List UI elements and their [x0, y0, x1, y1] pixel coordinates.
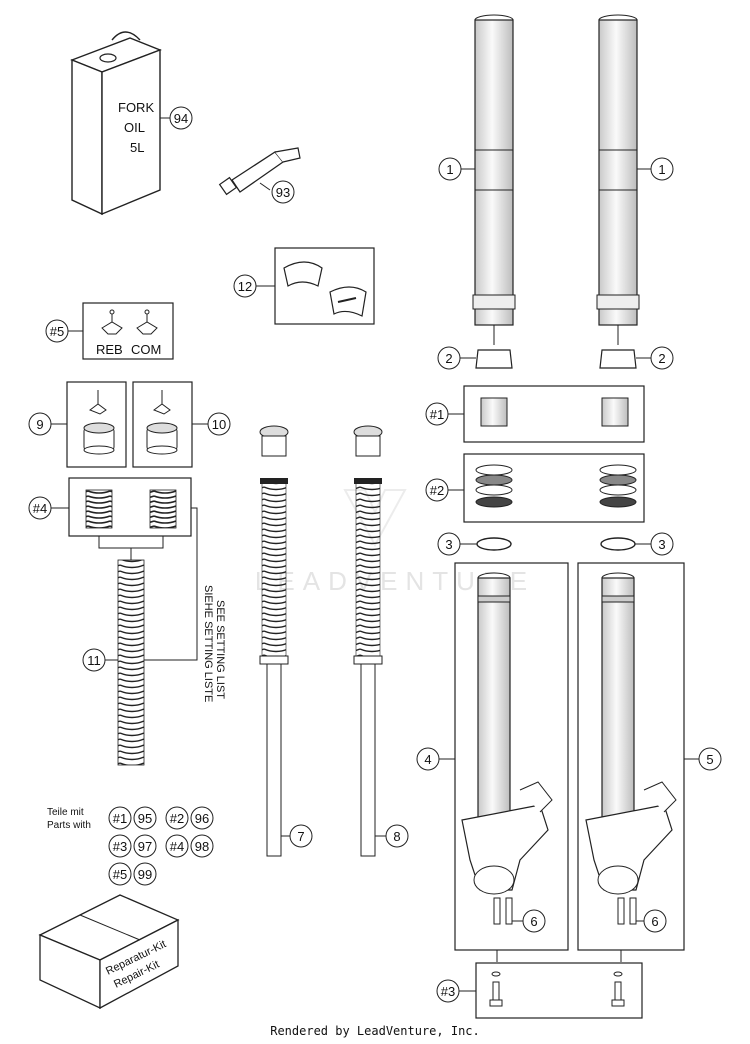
outer-tube-right — [596, 14, 640, 326]
callout-9-label: 9 — [36, 417, 43, 432]
setting-list-text-1: SIEHE SETTING LISTE — [202, 585, 214, 702]
parts-with-caption: Teile mit Parts with — [47, 806, 91, 832]
callout-10-label: 10 — [212, 417, 226, 432]
parts-with-g1: #1 — [113, 811, 127, 826]
callout-93-label: 93 — [276, 185, 290, 200]
lower-leg-4-box — [454, 562, 569, 951]
oil-can-text-3: 5L — [130, 140, 144, 155]
main-spring — [117, 559, 145, 766]
callout-12-label: 12 — [238, 279, 252, 294]
bushing-left — [480, 397, 508, 427]
dust-seal-left — [475, 349, 513, 369]
callout-g2[interactable] — [425, 478, 449, 502]
callout-g3-label: #3 — [441, 984, 455, 999]
callout-11[interactable] — [82, 648, 106, 672]
o-ring-left — [476, 537, 512, 551]
callout-5-label: 5 — [706, 752, 713, 767]
small-spring-left — [85, 489, 113, 529]
callout-3-right[interactable] — [650, 532, 674, 556]
callout-4-label: 4 — [424, 752, 431, 767]
parts-with-98: 98 — [195, 839, 209, 854]
cartridge-8 — [353, 425, 383, 857]
callout-3-right-label: 3 — [658, 537, 665, 552]
parts-with-line-1: Teile mit — [47, 807, 84, 818]
fork-oil-can: FORK OIL 5L — [70, 31, 162, 216]
parts-with-g3: #3 — [113, 839, 127, 854]
callout-7-label: 7 — [297, 829, 304, 844]
callout-7[interactable] — [289, 824, 313, 848]
callout-6-right-label: 6 — [651, 914, 658, 929]
callout-2-right[interactable] — [650, 346, 674, 370]
com-label: COM — [131, 342, 161, 357]
callout-8-label: 8 — [393, 829, 400, 844]
callout-2-left[interactable] — [437, 346, 461, 370]
cartridge-7 — [259, 425, 289, 857]
callout-1-left-label: 1 — [446, 162, 453, 177]
callout-1-left[interactable] — [438, 157, 462, 181]
callout-1-right[interactable] — [650, 157, 674, 181]
lower-leg-right — [585, 572, 677, 925]
callout-4[interactable] — [416, 747, 440, 771]
callout-3-left[interactable] — [437, 532, 461, 556]
outer-tube-left — [472, 14, 516, 326]
callout-1-right-label: 1 — [658, 162, 665, 177]
lower-leg-left — [461, 572, 553, 925]
callout-2-right-label: 2 — [658, 351, 665, 366]
kit2-box — [463, 453, 645, 523]
com-adjuster — [136, 309, 158, 335]
parts-with-g5: #5 — [113, 867, 127, 882]
parts-with-96: 96 — [195, 811, 209, 826]
setting-list-text-2: SEE SETTING LIST — [214, 600, 226, 699]
o-ring-right — [600, 537, 636, 551]
seal-stack-right — [599, 464, 637, 508]
parts-with-g2: #2 — [170, 811, 184, 826]
cartridge-cap-10 — [146, 390, 178, 455]
callout-2-left-label: 2 — [445, 351, 452, 366]
parts-with-grid: #1 95 #2 96 #3 97 #4 98 #5 99 — [108, 806, 214, 886]
callout-94[interactable] — [169, 106, 193, 130]
kit4-box — [68, 477, 192, 537]
cartridge-cap-9 — [83, 390, 115, 455]
callout-g4-label: #4 — [33, 501, 47, 516]
reb-adjuster — [101, 309, 123, 335]
callout-94-label: 94 — [174, 111, 188, 126]
parts-with-95: 95 — [138, 811, 152, 826]
seal-stack-left — [475, 464, 513, 508]
oil-can-text-1: FORK — [118, 100, 154, 115]
callout-6-left[interactable] — [522, 909, 546, 933]
footer-credit: Rendered by LeadVenture, Inc. — [270, 1024, 480, 1038]
parts-with-g4: #4 — [170, 839, 184, 854]
callout-g4[interactable] — [28, 496, 52, 520]
small-spring-right — [149, 489, 177, 529]
parts-with-97: 97 — [138, 839, 152, 854]
callout-9[interactable] — [28, 412, 52, 436]
callout-g2-label: #2 — [430, 483, 444, 498]
callout-g1-label: #1 — [430, 407, 444, 422]
callout-6-right[interactable] — [643, 909, 667, 933]
reb-label: REB — [96, 342, 123, 357]
parts-with-line-2: Parts with — [47, 820, 91, 831]
callout-5[interactable] — [698, 747, 722, 771]
callout-12[interactable] — [233, 274, 257, 298]
bushing-right — [601, 397, 629, 427]
dust-seal-right — [599, 349, 637, 369]
callout-g5[interactable] — [45, 319, 69, 343]
bolt-right — [611, 971, 625, 1007]
callout-3-left-label: 3 — [445, 537, 452, 552]
callout-11-label: 11 — [87, 653, 101, 668]
callout-g1[interactable] — [425, 402, 449, 426]
repair-kit-box: Reparatur-Kit Repair-Kit — [38, 894, 180, 1010]
callout-8[interactable] — [385, 824, 409, 848]
callout-93[interactable] — [271, 180, 295, 204]
lower-leg-5-box — [577, 562, 685, 951]
callout-g3[interactable] — [436, 979, 460, 1003]
bolt-left — [489, 971, 503, 1007]
grease-tube — [218, 147, 301, 196]
callout-g5-label: #5 — [50, 324, 64, 339]
callout-6-left-label: 6 — [530, 914, 537, 929]
parts-with-99: 99 — [138, 867, 152, 882]
callout-10[interactable] — [207, 412, 231, 436]
oil-can-text-2: OIL — [124, 120, 145, 135]
